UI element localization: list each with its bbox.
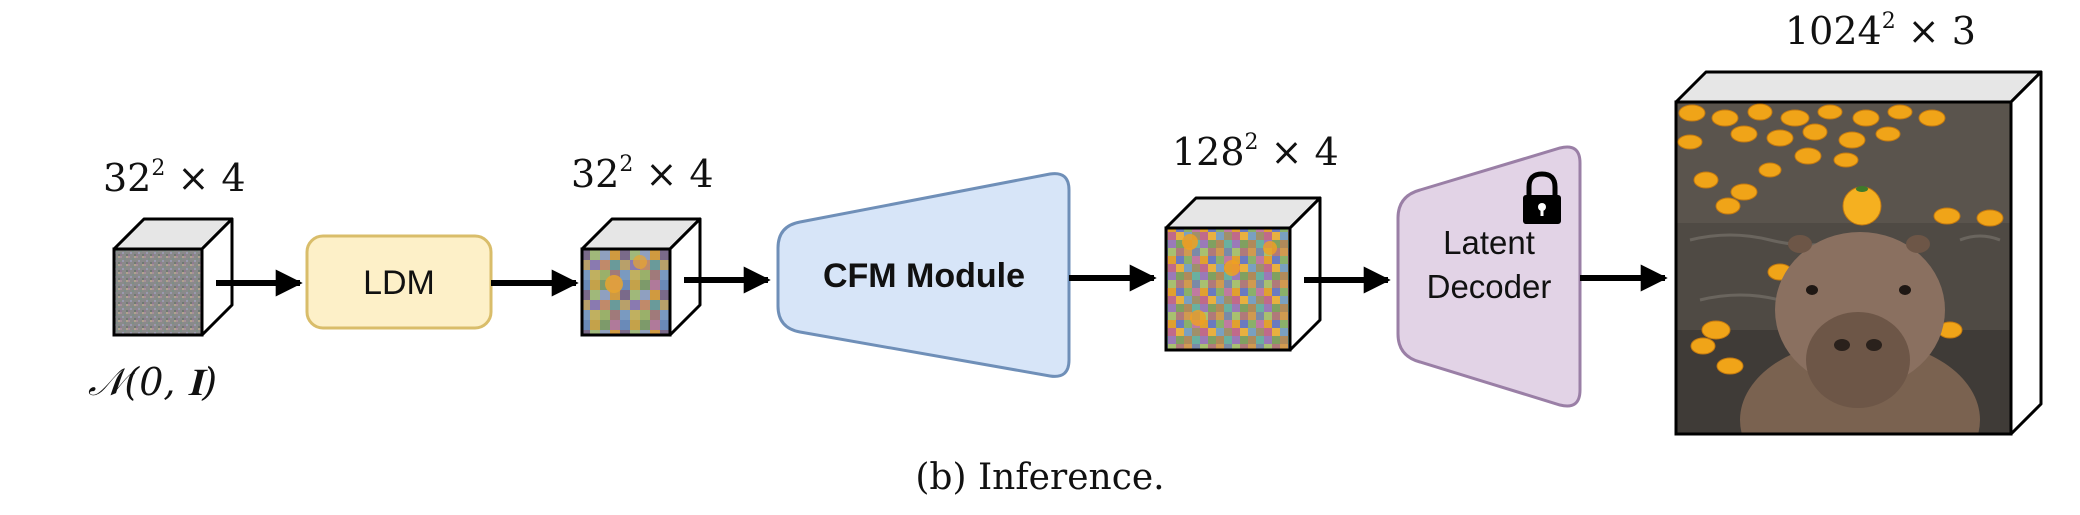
cfm-module-block: CFM Module: [776, 172, 1071, 378]
cfm-module-label: CFM Module: [823, 257, 1025, 295]
noise-dimension-label: 322 × 4: [103, 156, 246, 200]
cfm-output-dimension-label: 1282 × 4: [1172, 130, 1339, 174]
noise-latent-cube: [112, 217, 234, 337]
output-image-dimension-label: 10242 × 3: [1785, 9, 1976, 53]
decoder-label-line1: Latent: [1443, 224, 1535, 261]
decoder-label-line2: Decoder: [1427, 268, 1552, 305]
output-image-cube: [1674, 70, 2043, 436]
figure-caption: (b) Inference.: [915, 457, 1164, 498]
capybara-photo: [1677, 103, 2010, 433]
lock-icon: [1523, 171, 1561, 224]
cfm-output-cube: [1164, 196, 1322, 352]
ldm-output-cube: [580, 217, 702, 337]
noise-distribution-label: 𝒩(0, 𝐈): [88, 360, 217, 404]
ldm-block: LDM: [305, 234, 493, 330]
ldm-output-dimension-label: 322 × 4: [571, 152, 714, 196]
latent-decoder-block: Latent Decoder: [1396, 145, 1582, 408]
ldm-label: LDM: [363, 264, 435, 302]
